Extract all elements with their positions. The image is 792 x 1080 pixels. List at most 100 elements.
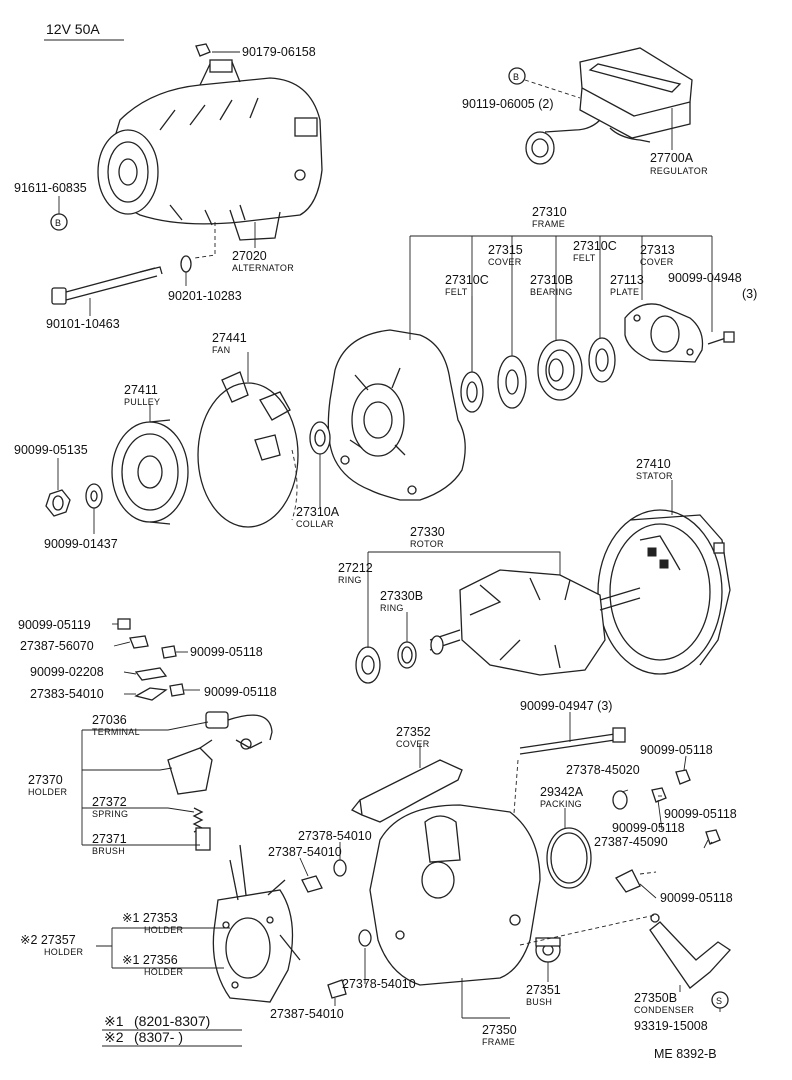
marker-s-label: S xyxy=(716,996,722,1006)
nut-90099-05118-e xyxy=(705,829,721,845)
callout-c53-name: CONDENSER xyxy=(634,1005,694,1015)
footnote-1-mark: ※1 xyxy=(104,1013,124,1029)
callout-c15-qty: (3) xyxy=(742,287,757,301)
washer-90099-02208 xyxy=(134,667,168,681)
callout-c31: 27036 xyxy=(92,713,127,727)
part-27378-45020 xyxy=(612,790,628,810)
callout-c50: 27387-54010 xyxy=(270,1007,344,1021)
callout-c10-name: FELT xyxy=(573,253,596,263)
marker-b-upper: B xyxy=(508,67,526,85)
rotor-27330-drawing xyxy=(429,569,641,676)
callout-c14-name: PLATE xyxy=(610,287,639,297)
callout-c17-name: PULLEY xyxy=(124,397,160,407)
callout-c23: 27212 xyxy=(338,561,373,575)
callout-labels: 90179-06158 90119-06005 (2) 27700A REGUL… xyxy=(14,45,757,1047)
callout-c05: 27020 xyxy=(232,249,267,263)
part-27378-54010-b xyxy=(358,929,372,947)
callout-c23-name: RING xyxy=(338,575,362,585)
callout-c08: 27310 xyxy=(532,205,567,219)
callout-c24-name: RING xyxy=(380,603,404,613)
callout-c04: 91611-60835 xyxy=(14,181,87,195)
callout-c12-name: FELT xyxy=(445,287,468,297)
callout-c52: 27350 xyxy=(482,1023,517,1037)
callout-c51: 27351 xyxy=(526,983,561,997)
callout-c41: 90099-05118 xyxy=(612,821,685,835)
assembly-dashline xyxy=(194,222,216,259)
packing-29342a xyxy=(546,827,592,889)
part-27387-56070 xyxy=(129,635,149,649)
footnote-1-range: (8201-8307) xyxy=(134,1013,210,1029)
callout-c35: 90099-04947 (3) xyxy=(520,699,612,713)
felt-27310c-front xyxy=(460,371,484,413)
ring-27212 xyxy=(355,646,381,684)
bolt-90099-04947 xyxy=(511,727,626,841)
bush-27351-drawing xyxy=(535,937,561,963)
callout-c42: 27387-45090 xyxy=(594,835,668,849)
stator-27410-drawing xyxy=(597,509,731,675)
callout-c16: 27441 xyxy=(212,331,247,345)
callout-c21: 27410 xyxy=(636,457,671,471)
callout-c02: 90119-06005 (2) xyxy=(462,97,554,111)
brush-27371 xyxy=(195,827,211,851)
callout-c34: 27371 xyxy=(92,832,127,846)
callout-c03: 27700A xyxy=(650,151,694,165)
alternator-assembly-drawing xyxy=(97,59,323,241)
callout-c18: 90099-05135 xyxy=(14,443,88,457)
bearing-27310b xyxy=(537,339,583,401)
condenser-27350b-drawing xyxy=(519,913,731,989)
callout-c53: 27350B xyxy=(634,991,677,1005)
callout-c20-name: COLLAR xyxy=(296,519,334,529)
screw-90099-04948 xyxy=(707,331,735,345)
callout-c16-name: FAN xyxy=(212,345,230,355)
callout-c24: 27330B xyxy=(380,589,423,603)
felt-27310c-rear xyxy=(588,337,616,383)
nut-90099-05118-d xyxy=(651,787,667,803)
through-bolt-90101-10463 xyxy=(51,266,163,305)
callout-c13-name: BEARING xyxy=(530,287,573,297)
brush-holder-27357-drawing xyxy=(212,844,301,1003)
diagram-title: 12V 50A xyxy=(46,21,100,37)
callout-c46-name: HOLDER xyxy=(144,925,184,935)
callout-c25: 90099-05119 xyxy=(18,618,91,632)
callout-c22: 27330 xyxy=(410,525,445,539)
callout-c11: 27313 xyxy=(640,243,675,257)
part-27387-54010-a xyxy=(301,875,323,893)
cover-hole xyxy=(505,369,519,395)
terminal-27036-drawing xyxy=(205,711,273,750)
callout-c28: 90099-02208 xyxy=(30,665,104,679)
footnote-2-range: (8307- ) xyxy=(134,1029,183,1045)
callout-c36-name: COVER xyxy=(396,739,430,749)
holder-27370-drawing xyxy=(167,739,213,795)
nut-90099-05119 xyxy=(117,618,131,630)
plate-27383-54010 xyxy=(134,687,168,701)
callout-c31-name: TERMINAL xyxy=(92,727,140,737)
figure-code: ME 8392-B xyxy=(654,1047,717,1061)
marker-b-lower: B xyxy=(50,213,68,231)
callout-c15: 90099-04948 xyxy=(668,271,742,285)
collar-27310a-drawing xyxy=(309,421,331,455)
cover-27352-drawing xyxy=(350,759,463,823)
fan-27441-drawing xyxy=(197,371,299,528)
callout-c06: 90201-10283 xyxy=(168,289,242,303)
callout-c10: 27310C xyxy=(573,239,617,253)
dash-45090 xyxy=(639,871,657,875)
leader-lines xyxy=(57,51,721,1019)
callout-c34-name: BRUSH xyxy=(92,846,125,856)
callout-c05-name: ALTERNATOR xyxy=(232,263,294,273)
callout-c39: 29342A xyxy=(540,785,584,799)
marker-b-upper-label: B xyxy=(513,72,519,82)
callout-c39-name: PACKING xyxy=(540,799,582,809)
ring-27330b xyxy=(397,641,417,669)
callout-c44: 27378-54010 xyxy=(298,829,372,843)
callout-c20: 27310A xyxy=(296,505,340,519)
callout-c26: 27387-56070 xyxy=(20,639,94,653)
callout-c49: 27378-54010 xyxy=(342,977,416,991)
callout-c32-name: HOLDER xyxy=(28,787,68,797)
part-27378-54010-a xyxy=(333,859,347,877)
callout-c37: 90099-05118 xyxy=(640,743,713,757)
nut-90099-05118-b xyxy=(169,683,185,697)
callout-c48: ※1 27356 xyxy=(122,953,178,967)
bolt-90179-06158 xyxy=(195,43,211,57)
callout-c47: ※2 27357 xyxy=(20,933,76,947)
callout-c40: 90099-05118 xyxy=(664,807,737,821)
